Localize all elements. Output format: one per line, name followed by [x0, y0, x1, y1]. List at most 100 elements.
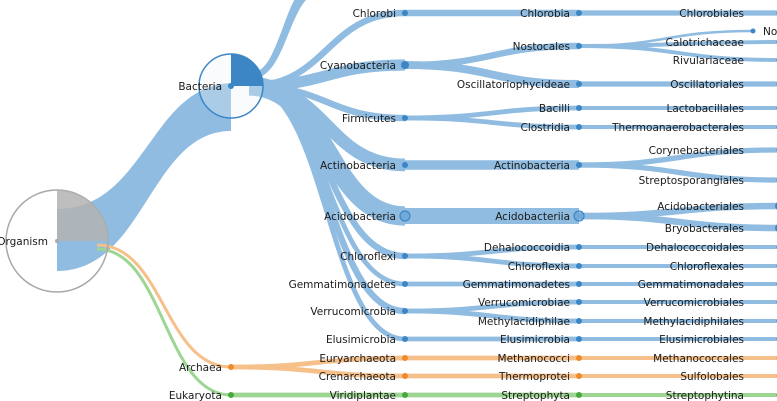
bacteria-node[interactable]: [228, 83, 234, 89]
order-label-7: Corynebacteriales: [649, 145, 744, 157]
order-label-3: Rivulariaceae: [673, 55, 744, 67]
order-label-17: Methanococcales: [653, 353, 744, 365]
organism-label: Organism: [0, 236, 48, 248]
phylum-label-euryarchaeota: Euryarchaeota: [319, 353, 396, 365]
order-label-15: Methylacidiphilales: [643, 316, 744, 328]
class-node-acidobacteriia[interactable]: [573, 210, 585, 222]
link-bacteria-elusimicrobia: [248, 83, 406, 342]
class-label-chlorobia: Chlorobia: [520, 8, 570, 20]
class-label-thermoprotei: Thermoprotei: [498, 371, 570, 383]
class-node-chloroflexia[interactable]: [576, 263, 582, 269]
class-label-actinobacteria_c: Actinobacteria: [494, 160, 570, 172]
link-archaea-crenarchaeota: [230, 364, 406, 379]
phylum-label-elusimicrobia: Elusimicrobia: [326, 334, 396, 346]
phylum-node-gemmatimonadetes[interactable]: [402, 281, 408, 287]
class-label-streptophyta: Streptophyta: [501, 390, 570, 401]
class-node-bacilli[interactable]: [576, 105, 582, 111]
class-label-acidobacteriia: Acidobacteriia: [495, 211, 570, 223]
class-label-verrucomicrobiae: Verrucomicrobiae: [478, 297, 570, 309]
phylum-node-chloroflexi[interactable]: [402, 253, 408, 259]
order-label-19: Streptophytina: [666, 390, 744, 401]
class-label-dehalococcoidia: Dehalococcoidia: [484, 242, 570, 254]
phylum-label-verrucomicrobia: Verrucomicrobia: [310, 306, 396, 318]
class-label-clostridia: Clostridia: [520, 122, 570, 134]
phylum-label-cyanobacteria: Cyanobacteria: [320, 60, 396, 72]
class-label-bacilli: Bacilli: [539, 103, 570, 115]
organism-node[interactable]: [55, 239, 59, 243]
order-label-12: Chloroflexales: [670, 261, 744, 273]
bacteria-node-wedge: [231, 54, 263, 86]
phylum-node-cyanobacteria[interactable]: [401, 61, 409, 69]
class-node-oscillatoriophycideae[interactable]: [576, 81, 582, 87]
class-node-nostocales[interactable]: [576, 43, 582, 49]
eukaryota-node[interactable]: [228, 392, 234, 398]
link-actinobacteria_c-order-8: [578, 162, 777, 183]
order-label-11: Dehalococcoidales: [646, 242, 744, 254]
link-cyanobacteria-oscillatoriophycideae: [404, 61, 580, 88]
link-firmicutes-clostridia: [404, 115, 580, 130]
class-node-elusimicrobia_c[interactable]: [576, 336, 582, 342]
order-label-8: Streptosporangiales: [639, 175, 744, 187]
class-node-thermoprotei[interactable]: [576, 373, 582, 379]
order-label-16: Elusimicrobiales: [659, 334, 744, 346]
phylum-node-euryarchaeota[interactable]: [402, 355, 408, 361]
phylum-node-chlorobi[interactable]: [402, 10, 408, 16]
phylum-label-chloroflexi: Chloroflexi: [340, 251, 396, 263]
order-label-2: Calotrichaceae: [666, 37, 744, 49]
order-label-9: Acidobacteriales: [657, 201, 744, 213]
phylum-node-crenarchaeota[interactable]: [402, 373, 408, 379]
class-label-methanococci: Methanococci: [498, 353, 570, 365]
class-node-chlorobia[interactable]: [576, 10, 582, 16]
order-label-1: No: [763, 26, 777, 38]
order-label-13: Gemmatimonadales: [638, 279, 744, 291]
class-label-elusimicrobia_c: Elusimicrobia: [500, 334, 570, 346]
class-label-oscillatoriophycideae: Oscillatoriophycideae: [457, 79, 570, 91]
phylum-label-viridiplantae: Viridiplantae: [330, 390, 396, 401]
class-node-methanococci[interactable]: [576, 355, 582, 361]
class-label-gemmatimonadetes_c: Gemmatimonadetes: [463, 279, 570, 291]
order-label-4: Oscillatoriales: [670, 79, 744, 91]
archaea-label: Archaea: [179, 362, 222, 374]
order-label-18: Sulfolobales: [680, 371, 744, 383]
class-node-gemmatimonadetes_c[interactable]: [576, 281, 582, 287]
class-node-streptophyta[interactable]: [576, 392, 582, 398]
link-organism-archaea: [96, 243, 232, 369]
order-label-5: Lactobacillales: [666, 103, 744, 115]
link-chloroflexi-chloroflexia: [404, 253, 580, 269]
link-acidobacteriia-order-10: [578, 212, 777, 232]
class-label-chloroflexia: Chloroflexia: [508, 261, 570, 273]
phylum-label-chlorobi: Chlorobi: [353, 8, 396, 20]
order-node-1[interactable]: [750, 28, 756, 34]
archaea-node[interactable]: [228, 364, 234, 370]
phylum-node-elusimicrobia[interactable]: [402, 336, 408, 342]
order-label-6: Thermoanaerobacterales: [611, 122, 744, 134]
class-node-verrucomicrobiae[interactable]: [576, 299, 582, 305]
phylum-label-actinobacteria: Actinobacteria: [320, 160, 396, 172]
phylum-label-crenarchaeota: Crenarchaeota: [319, 371, 396, 383]
order-label-14: Verrucomicrobiales: [644, 297, 744, 309]
class-node-methylacidiphilae[interactable]: [576, 318, 582, 324]
link-organism-eukaryota: [96, 247, 232, 397]
eukaryota-label: Eukaryota: [169, 390, 222, 401]
link-organism-bacteria: [57, 83, 231, 271]
phylum-label-acidobacteria: Acidobacteria: [324, 211, 396, 223]
class-node-clostridia[interactable]: [576, 124, 582, 130]
phylum-node-viridiplantae[interactable]: [402, 392, 408, 398]
phylum-node-verrucomicrobia[interactable]: [402, 308, 408, 314]
link-bacteria-offscreen-2: [250, 0, 307, 79]
order-label-0: Chlorobiales: [679, 8, 744, 20]
class-label-nostocales: Nostocales: [513, 41, 570, 53]
link-verrucomicrobia-methylacidiphilae: [404, 308, 580, 324]
class-label-methylacidiphilae: Methylacidiphilae: [478, 316, 570, 328]
phylum-label-gemmatimonadetes: Gemmatimonadetes: [289, 279, 396, 291]
phylum-label-firmicutes: Firmicutes: [342, 113, 396, 125]
phylum-node-actinobacteria[interactable]: [402, 162, 408, 168]
class-node-actinobacteria_c[interactable]: [576, 162, 582, 168]
phylum-node-firmicutes[interactable]: [402, 115, 408, 121]
bacteria-label: Bacteria: [178, 81, 222, 93]
organism-node-wedge: [57, 190, 108, 241]
phylum-node-acidobacteria[interactable]: [399, 210, 411, 222]
class-node-dehalococcoidia[interactable]: [576, 244, 582, 250]
